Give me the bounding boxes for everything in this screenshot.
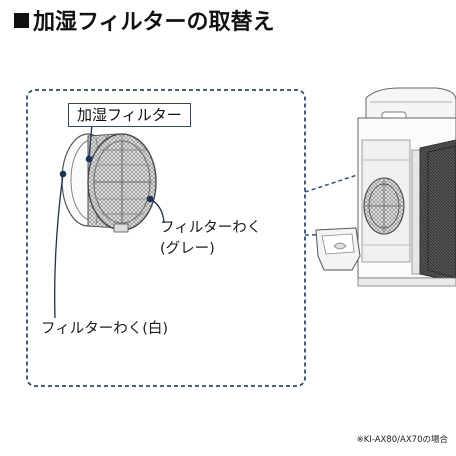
white-frame-label: フィルターわく(白) [41, 321, 169, 337]
filter-label: 加湿フィルター [68, 103, 191, 127]
model-footnote: ※KI-AX80/AX70の場合 [356, 435, 448, 445]
title-text: 加湿フィルターの取替え [33, 10, 275, 35]
leader-line-filter [88, 123, 93, 160]
gray-frame-label-line2: (グレー) [160, 241, 215, 257]
leader-line-gray-frame [149, 198, 165, 224]
humidifier-unit-drawing [315, 87, 456, 287]
gray-frame-label-line1: フィルターわく [160, 220, 262, 236]
filter-assembly-drawing [61, 133, 157, 233]
page-title: 加湿フィルターの取替え [14, 4, 275, 36]
title-bullet-icon [14, 13, 29, 28]
connector-line-top [304, 174, 358, 193]
detail-dashed-frame [26, 89, 306, 387]
leader-line-white-frame [54, 173, 64, 319]
